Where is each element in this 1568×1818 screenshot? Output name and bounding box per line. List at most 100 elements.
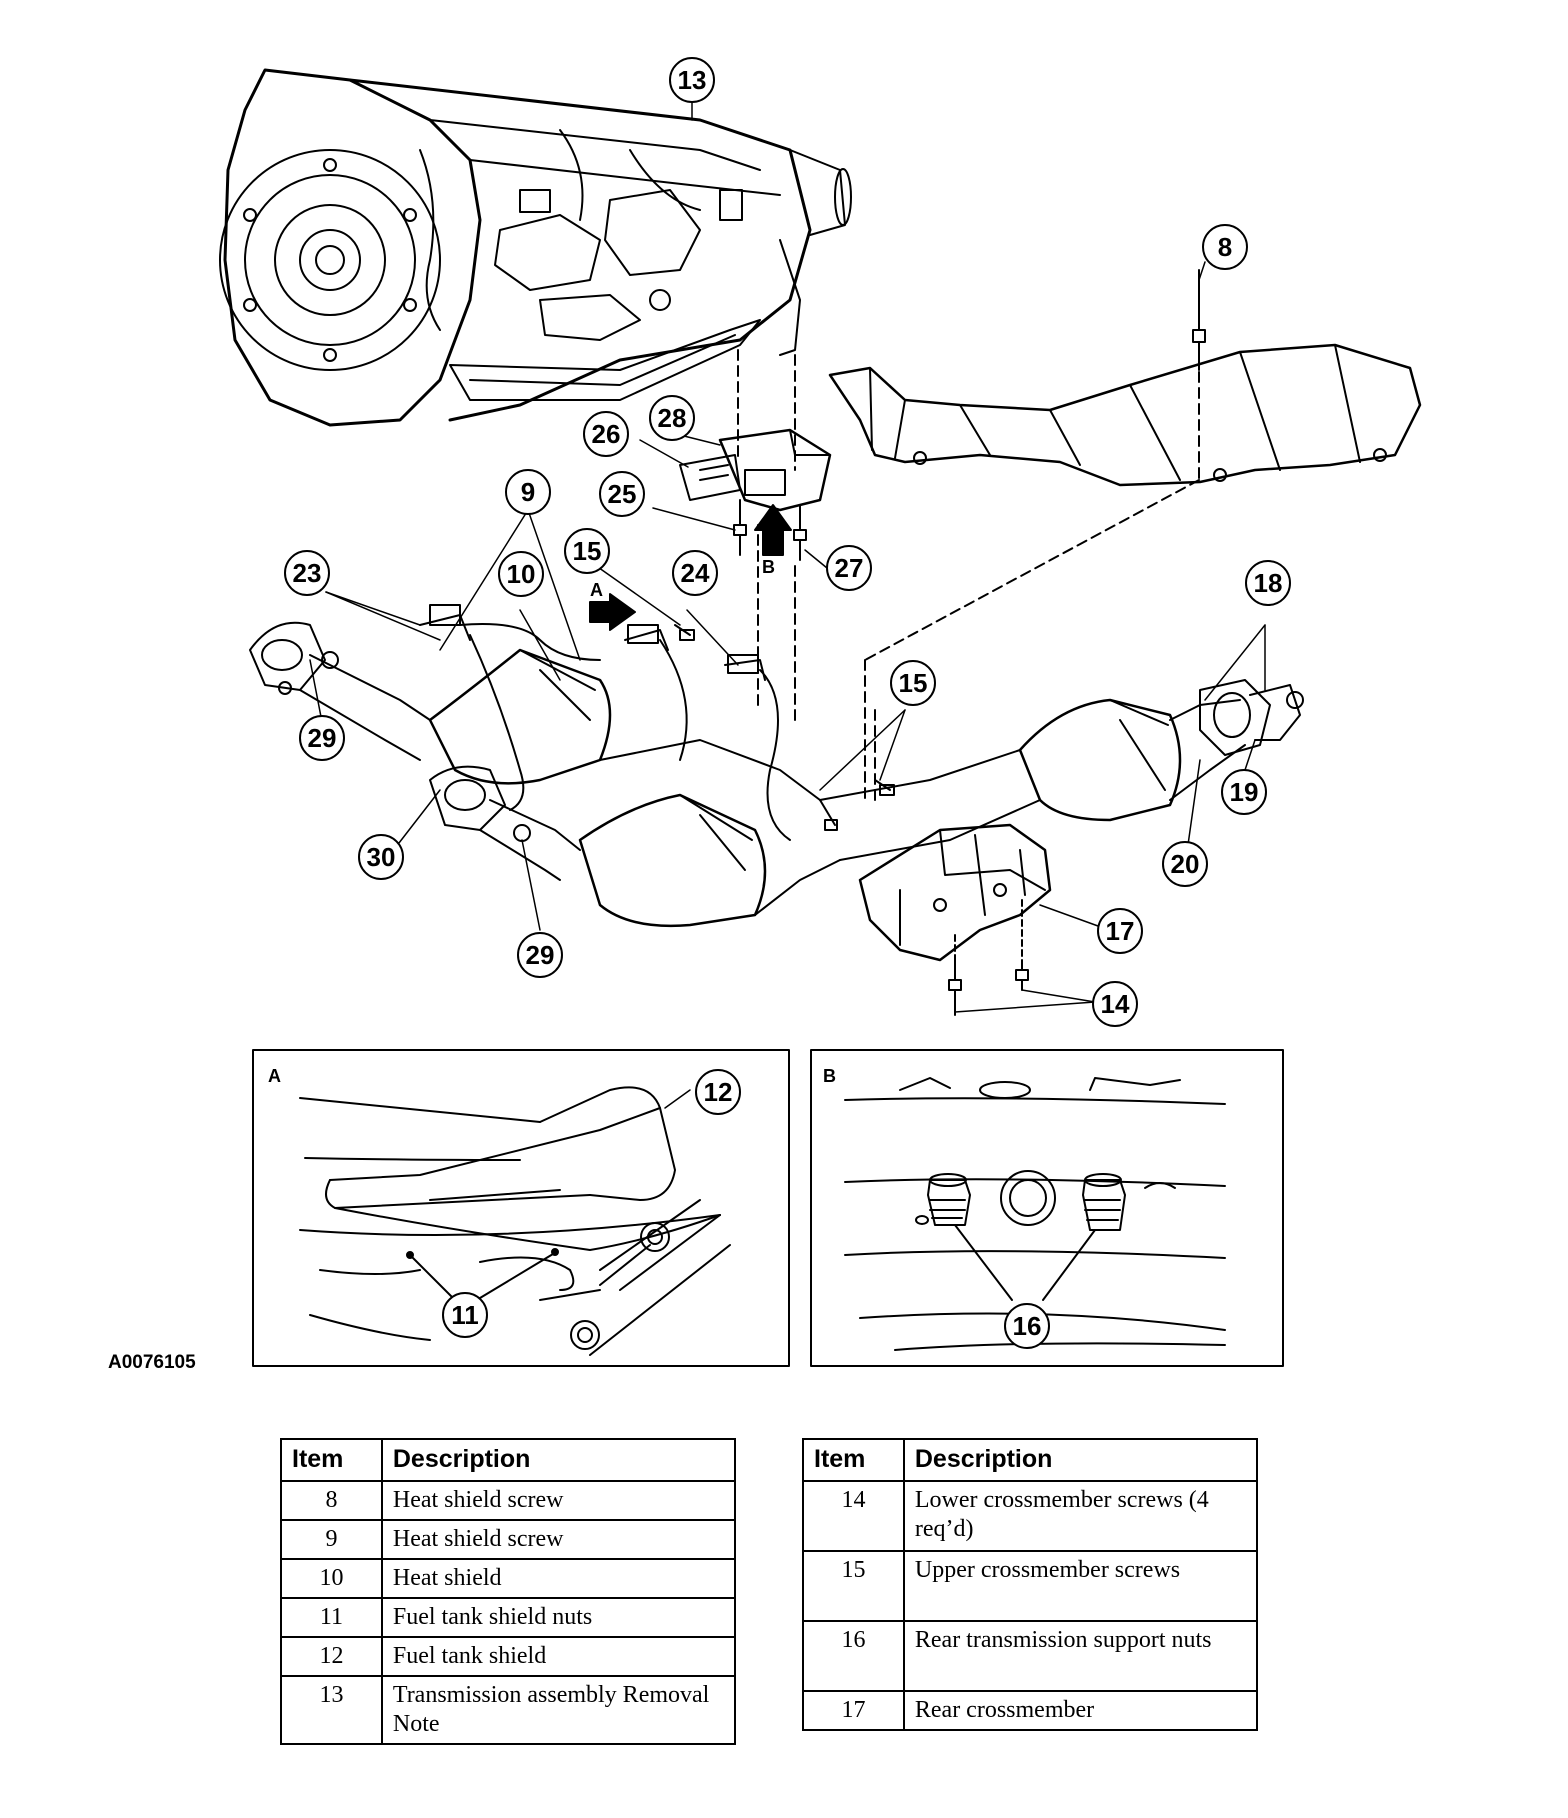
legend-item-number: 9 (280, 1519, 383, 1560)
figure-id: A0076105 (108, 1352, 196, 1373)
callout-label: 13 (678, 65, 707, 95)
callout-label: 9 (521, 477, 535, 507)
callout-label: 19 (1230, 777, 1259, 807)
callout-label: 12 (704, 1077, 733, 1107)
view-b-arrow (754, 504, 792, 556)
callout-25: 25 (599, 471, 645, 517)
callout-17: 17 (1097, 908, 1143, 954)
leader-lines (309, 79, 1266, 1013)
callout-16: 16 (1004, 1303, 1050, 1349)
mount-screws (733, 499, 807, 721)
callout-10: 10 (498, 551, 544, 597)
callout-20: 20 (1162, 841, 1208, 887)
callout-circle (1004, 1303, 1050, 1349)
callout-label: 23 (293, 558, 322, 588)
callout-circle (442, 1292, 488, 1338)
callout-circle (599, 471, 645, 517)
callout-19: 19 (1221, 769, 1267, 815)
callout-27: 27 (826, 545, 872, 591)
callout-28: 28 (649, 395, 695, 441)
legend-header-row: Item Description (280, 1438, 737, 1482)
view-a-arrow (589, 593, 636, 631)
callout-label: 17 (1106, 916, 1135, 946)
callout-layer: 13 8 28 26 25 27 9 15 24 23 10 18 15 29 19 30 20 29 17 14 12… (284, 57, 1291, 1349)
legend-item-number: 16 (802, 1620, 905, 1692)
transmission-mount (679, 428, 832, 512)
callout-label: 26 (592, 419, 621, 449)
callout-circle (583, 411, 629, 457)
callout-circle (1092, 981, 1138, 1027)
legend-item-number: 17 (802, 1690, 905, 1731)
callout-label: 25 (608, 479, 637, 509)
callout-13: 13 (669, 57, 715, 103)
callout-18: 18 (1245, 560, 1291, 606)
callout-29: 29 (299, 715, 345, 761)
callout-label: 15 (573, 536, 602, 566)
rear-crossmember (858, 823, 1052, 1016)
callout-circle (299, 715, 345, 761)
callout-15: 15 (564, 528, 610, 574)
callout-30: 30 (358, 834, 404, 880)
callout-label: 14 (1101, 989, 1130, 1019)
callout-label: 29 (526, 940, 555, 970)
legend-item-number: 14 (802, 1480, 905, 1552)
callout-11: 11 (442, 1292, 488, 1338)
legend-header-description: Description (902, 1438, 1259, 1482)
legend-header-item: Item (280, 1438, 383, 1482)
legend-header-description: Description (380, 1438, 737, 1482)
callout-label: 8 (1218, 232, 1232, 262)
legend-item-description: Heat shield screw (380, 1480, 737, 1521)
callout-label: 28 (658, 403, 687, 433)
callout-label: 15 (899, 668, 928, 698)
legend-header-row: Item Description (802, 1438, 1259, 1482)
callout-circle (1202, 224, 1248, 270)
legend-item-number: 8 (280, 1480, 383, 1521)
callout-circle (1221, 769, 1267, 815)
callout-26: 26 (583, 411, 629, 457)
callout-circle (826, 545, 872, 591)
inset-a-frame (252, 1049, 790, 1367)
callout-circle (1162, 841, 1208, 887)
legend-item-description: Rear transmission support nuts (902, 1620, 1259, 1692)
legend-item-description: Upper crossmember screws (902, 1550, 1259, 1622)
callout-circle (890, 660, 936, 706)
legend-item-description: Rear crossmember (902, 1690, 1259, 1731)
callout-label: 24 (681, 558, 710, 588)
callout-label: 20 (1171, 849, 1200, 879)
legend-item-description: Lower crossmember screws (4 req’d) (902, 1480, 1259, 1552)
callout-circle (358, 834, 404, 880)
inset-a-fuel-tank-shield (299, 1086, 731, 1356)
legend-item-description: Heat shield screw (380, 1519, 737, 1560)
callout-24: 24 (672, 550, 718, 596)
view-letter-inset-a: A (268, 1066, 281, 1086)
callout-12: 12 (695, 1069, 741, 1115)
callout-label: 18 (1254, 568, 1283, 598)
legend-item-number: 15 (802, 1550, 905, 1622)
callout-23: 23 (284, 550, 330, 596)
legend-item-number: 13 (280, 1675, 383, 1745)
callout-15: 15 (890, 660, 936, 706)
callout-9: 9 (505, 469, 551, 515)
heat-shield-upper (828, 343, 1422, 487)
legend-item-description: Fuel tank shield (380, 1636, 737, 1677)
callout-14: 14 (1092, 981, 1138, 1027)
callout-circle (649, 395, 695, 441)
view-letter-inset-b: B (823, 1066, 836, 1086)
callout-label: 16 (1013, 1311, 1042, 1341)
callout-circle (517, 932, 563, 978)
legend-item-number: 12 (280, 1636, 383, 1677)
callout-circle (505, 469, 551, 515)
transmission-assembly (219, 68, 852, 471)
legend-header-item: Item (802, 1438, 905, 1482)
callout-circle (1245, 560, 1291, 606)
callout-circle (1097, 908, 1143, 954)
callout-29: 29 (517, 932, 563, 978)
